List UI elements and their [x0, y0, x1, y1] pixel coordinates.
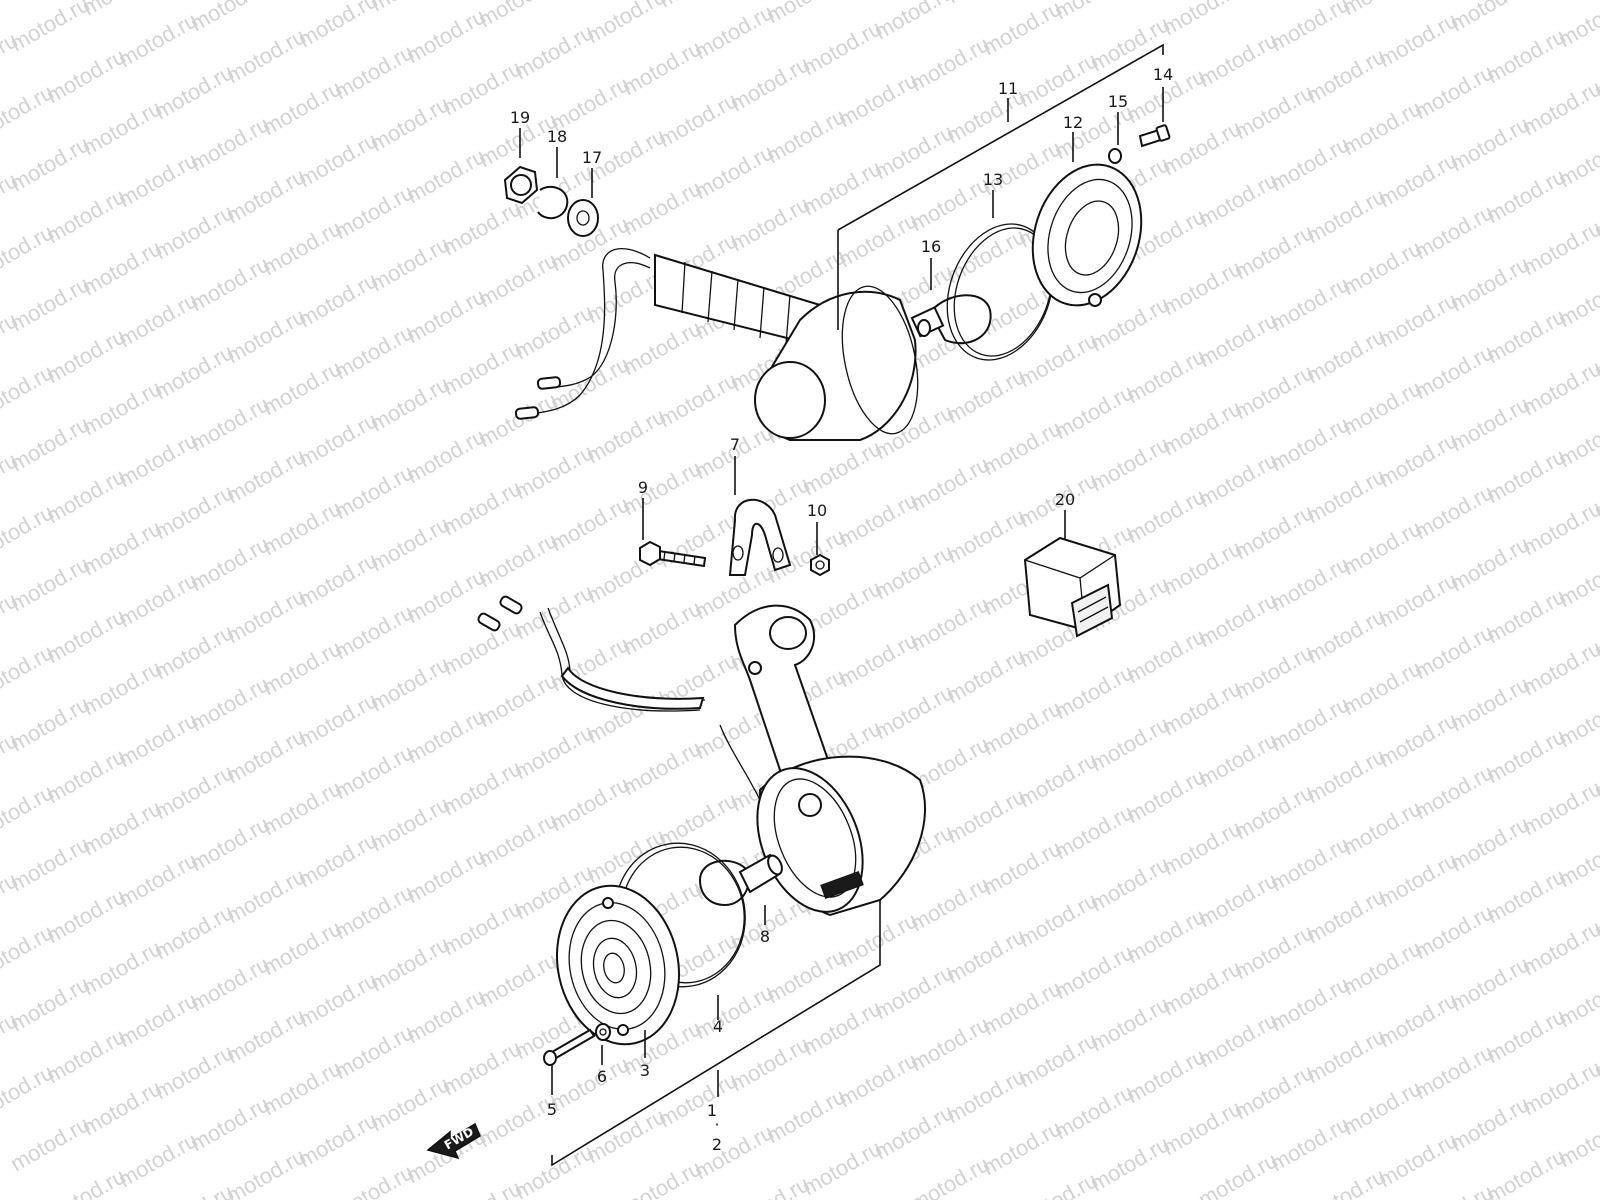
watermark-text: motod.ru [1518, 915, 1600, 980]
watermark-text: motod.ru [1554, 127, 1600, 192]
watermark-text: motod.ru [1554, 547, 1600, 612]
watermark-text: motod.ru [582, 0, 670, 48]
callout-3: 3 [640, 1061, 650, 1080]
callout-5: 5 [547, 1100, 557, 1119]
callout-6: 6 [597, 1067, 607, 1086]
watermark-text: motod.ru [6, 0, 94, 56]
watermark-text: motod.ru [1554, 827, 1600, 892]
watermark-text: motod.ru [1338, 0, 1426, 20]
callout-17: 17 [582, 148, 602, 167]
watermark-text: motod.ru [1554, 967, 1600, 1032]
leader-lines [519, 43, 1164, 1167]
watermark-text: motod.ru [654, 0, 742, 12]
watermark-text: motod.ru [366, 0, 454, 16]
callout-2: 2 [712, 1135, 722, 1154]
watermark-text: motod.ru [726, 1171, 814, 1200]
watermark-text: motod.ru [1518, 1055, 1600, 1120]
watermark-text: motod.ru [1554, 687, 1600, 752]
callout-11: 11 [998, 79, 1018, 98]
callout-15: 15 [1108, 92, 1128, 111]
callout-7: 7 [730, 435, 740, 454]
callout-18: 18 [547, 127, 567, 146]
watermark-text: motod.ru [1230, 0, 1318, 4]
watermark-text: motod.ru [186, 0, 274, 36]
callout-16: 16 [921, 237, 941, 256]
watermark-text: motod.ru [1554, 407, 1600, 472]
upper-turn-signal [503, 124, 1171, 441]
callout-13: 13 [983, 170, 1003, 189]
watermark-text: motod.ru [762, 0, 850, 28]
callout-19: 19 [510, 108, 530, 127]
callout-dot: · [714, 1115, 719, 1134]
callout-4: 4 [713, 1017, 723, 1036]
callout-12: 12 [1063, 113, 1083, 132]
watermark-text: motod.ru [0, 0, 58, 4]
watermark-text: motod.ru [1266, 0, 1354, 56]
watermark-text: motod.ru [1554, 267, 1600, 332]
watermark-text: motod.ru [1518, 495, 1600, 560]
watermark-text: motod.ru [870, 0, 958, 44]
callout-14: 14 [1153, 65, 1173, 84]
callout-labels: 1 · 2 3 4 5 6 7 8 9 10 11 12 13 14 15 16… [510, 65, 1173, 1154]
lower-turn-signal [477, 595, 926, 1066]
watermark-text: motod.ru [1554, 1107, 1600, 1172]
watermark-text: motod.ru [1518, 215, 1600, 280]
callout-20: 20 [1055, 490, 1075, 509]
watermark-text: motod.ru [1518, 75, 1600, 140]
callout-1: 1 [707, 1101, 717, 1120]
callout-10: 10 [807, 501, 827, 520]
callout-8: 8 [760, 927, 770, 946]
watermark-text: motod.ru [474, 0, 562, 32]
watermark-text: motod.ru [78, 0, 166, 20]
callout-9: 9 [638, 478, 648, 497]
watermark-text: motod.ru [1158, 0, 1246, 40]
flasher-relay [1023, 536, 1122, 638]
watermark-text: motod.ru [294, 0, 382, 52]
watermark-text: motod.ru [1050, 0, 1138, 24]
watermark-text: motod.ru [1518, 775, 1600, 840]
clamp-bracket [639, 498, 830, 577]
watermark-text: motod.ru [1518, 355, 1600, 420]
watermark-text: motod.ru [1590, 1159, 1600, 1200]
watermark-text: motod.ru [1446, 0, 1534, 36]
watermark-text: motod.ru [942, 0, 1030, 8]
watermark-text: motod.ru [1554, 0, 1600, 52]
watermark-text: motod.ru [1518, 635, 1600, 700]
